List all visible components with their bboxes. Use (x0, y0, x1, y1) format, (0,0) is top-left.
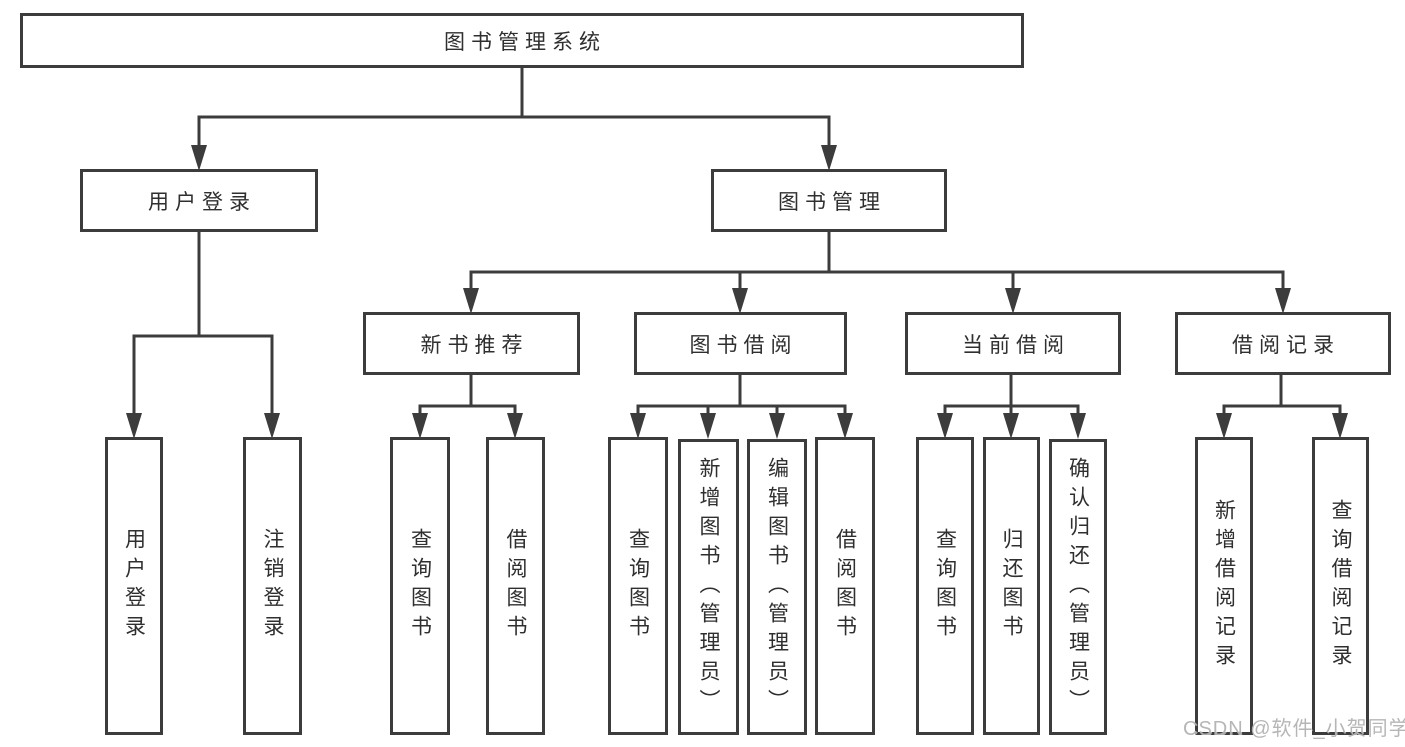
node-book-management-module: 图书管理 (711, 169, 947, 232)
watermark: CSDN @软件_小贺同学 (1183, 718, 1405, 740)
leaf-confirm-return-admin: 确认归还（管理员） (1049, 439, 1107, 735)
node-book-borrowing: 图书借阅 (634, 312, 847, 375)
arrowheads (126, 145, 1348, 439)
leaf-return-books: 归还图书 (983, 437, 1040, 735)
leaf-borrow-books-borrowing: 借阅图书 (815, 437, 875, 735)
leaf-query-books-current: 查询图书 (916, 437, 974, 735)
node-borrowing-records: 借阅记录 (1175, 312, 1391, 375)
leaf-query-books-borrowing: 查询图书 (608, 437, 668, 735)
leaf-logout: 注销登录 (243, 437, 302, 735)
node-current-borrowing: 当前借阅 (905, 312, 1121, 375)
leaf-add-borrow-record: 新增借阅记录 (1195, 437, 1253, 735)
leaf-borrow-books-recommend: 借阅图书 (486, 437, 545, 735)
leaf-query-books-recommend: 查询图书 (390, 437, 450, 735)
leaf-edit-books-admin: 编辑图书（管理员） (747, 439, 807, 735)
leaf-query-borrow-record: 查询借阅记录 (1312, 437, 1369, 735)
leaf-add-books-admin: 新增图书（管理员） (678, 439, 739, 735)
node-system-root: 图书管理系统 (20, 13, 1024, 68)
leaf-user-login: 用户登录 (105, 437, 163, 735)
node-user-login-module: 用户登录 (80, 169, 318, 232)
node-new-book-recommend: 新书推荐 (363, 312, 580, 375)
